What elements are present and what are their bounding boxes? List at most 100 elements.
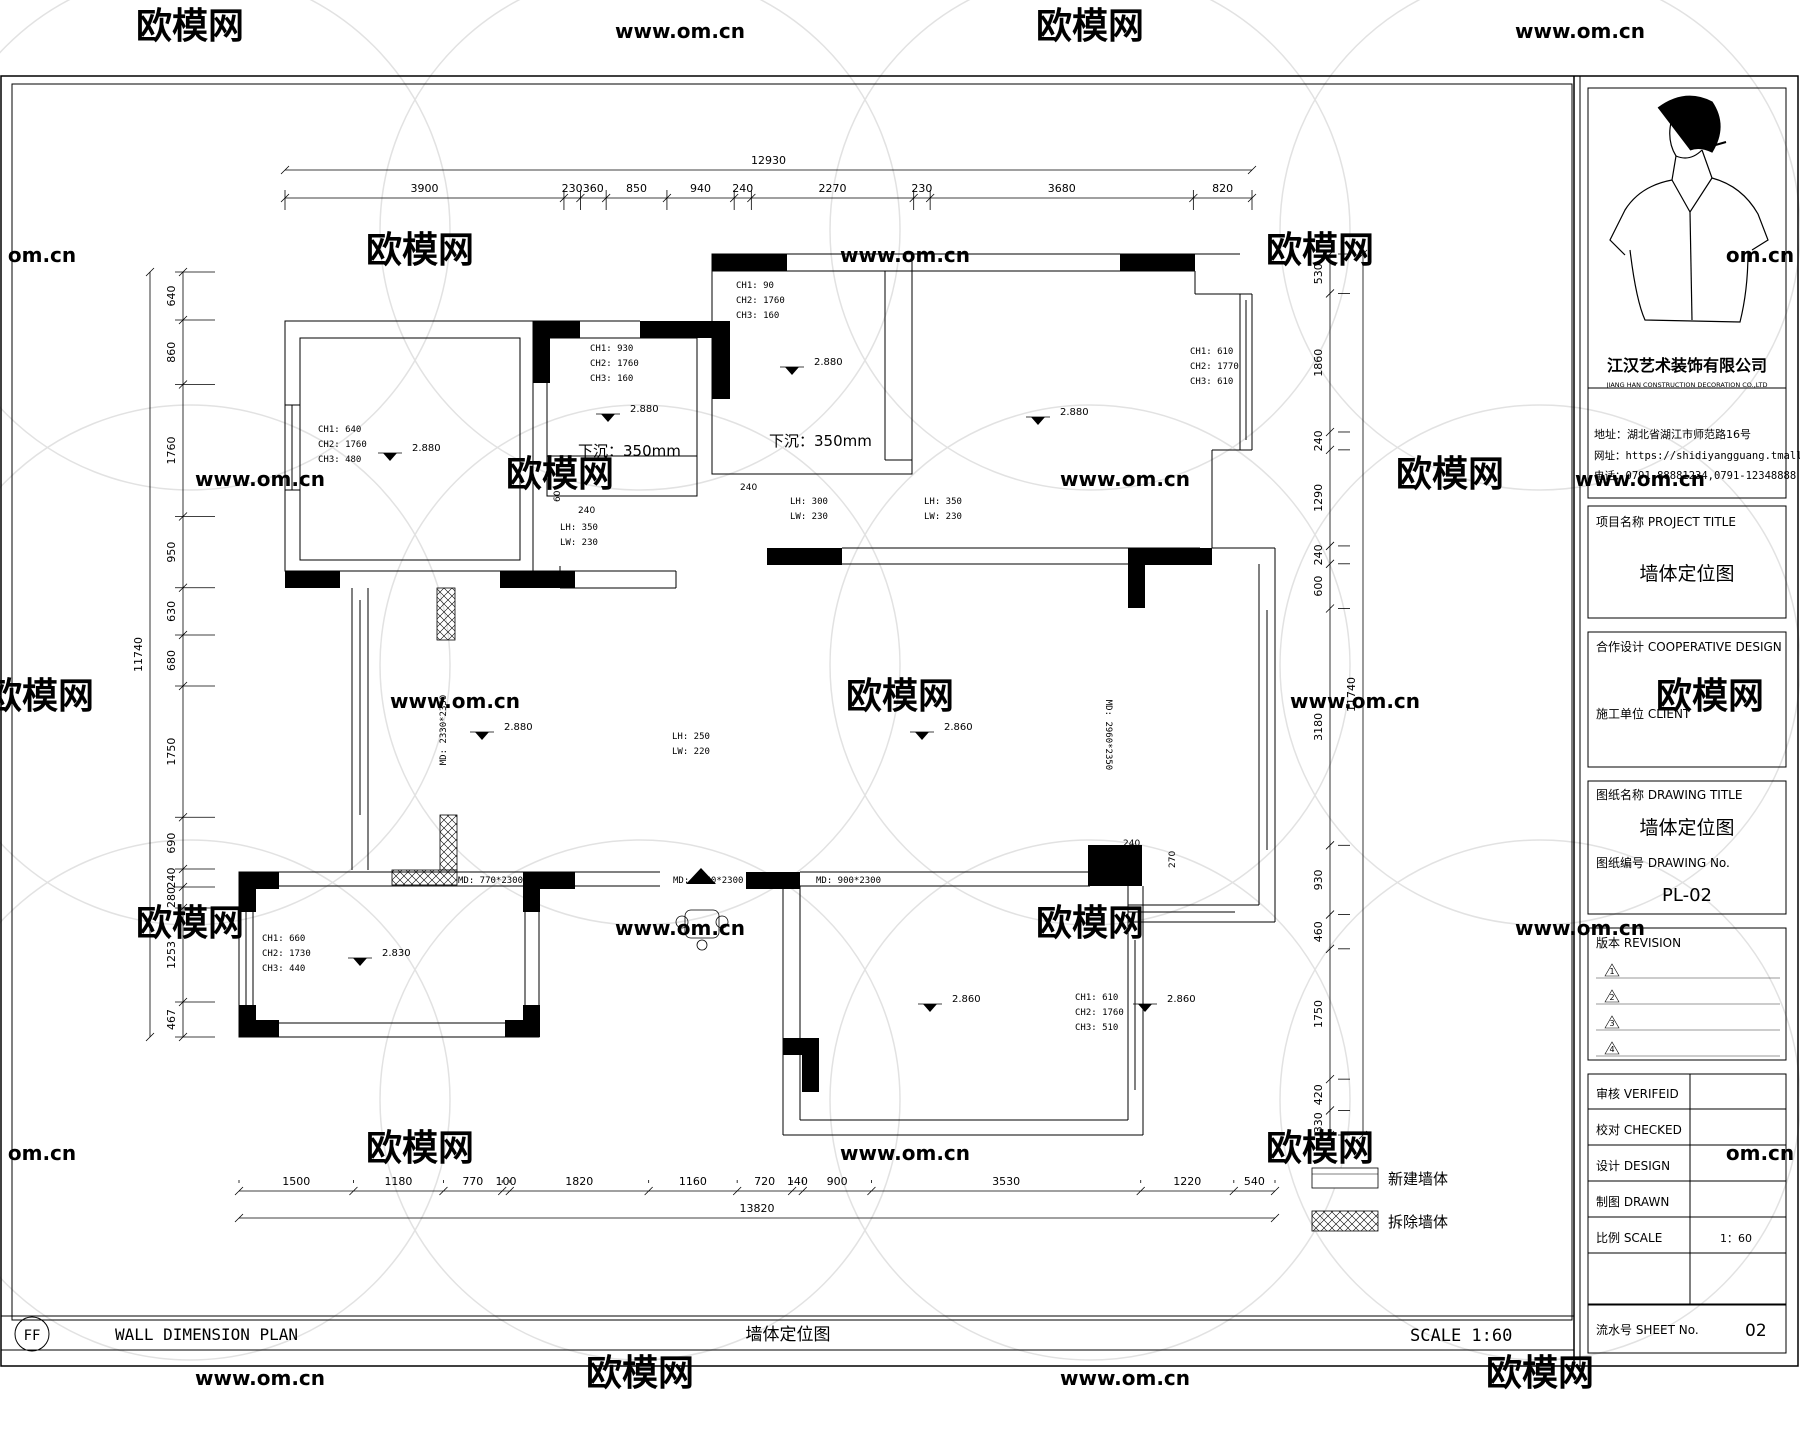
door-note: MD: 1160*2300 [673, 876, 743, 886]
watermark-circle [829, 839, 1351, 1361]
watermark-brand: 欧模网 [136, 903, 244, 944]
client-label: 施工单位 CLIENT [1596, 706, 1691, 721]
elevation-marker: 2.880 [378, 443, 441, 461]
beam-note-line: LW: 220 [672, 747, 710, 757]
dimension-label: 1290 [1312, 484, 1325, 512]
revision-row: 2 [1596, 989, 1780, 1005]
project-title: 墙体定位图 [1639, 563, 1734, 585]
dimension-label: 930 [1312, 869, 1325, 890]
dimension-label: 460 [1312, 921, 1325, 942]
title-block: 江汉艺术装饰有限公司 JIANG HAN CONSTRUCTION DECORA… [1587, 87, 1800, 1354]
watermark-brand: 欧模网 [366, 230, 474, 271]
watermark-circles [0, 0, 1800, 1361]
window-note-line: CH2: 1760 [590, 359, 639, 369]
window-note-line: CH1: 930 [590, 344, 633, 354]
watermark-url: www.om.cn [390, 689, 520, 713]
watermark-brand: 欧模网 [586, 1353, 694, 1394]
legend: 新建墙体 拆除墙体 [1311, 1167, 1448, 1232]
dimension-label: 240 [165, 868, 178, 889]
window-note-line: CH1: 610 [1075, 993, 1118, 1003]
watermark-brand: 欧模网 [1266, 230, 1374, 271]
dimension-label: 3180 [1312, 713, 1325, 741]
dimension-overall: 13820 [740, 1202, 775, 1215]
watermark-brand: 欧模网 [1036, 6, 1144, 47]
revision-label: 版本 REVISION [1596, 936, 1681, 950]
watermark-brand: 欧模网 [1266, 1128, 1374, 1169]
elevation-marker: 2.860 [1133, 994, 1196, 1012]
window-note-line: CH3: 610 [1190, 377, 1233, 387]
legend-demolish-swatch [1311, 1210, 1379, 1232]
window-note-line: CH1: 660 [262, 934, 305, 944]
legend-new-wall-swatch [1311, 1167, 1379, 1189]
company-website: 网址：https://shidiyangguang.tmall [1594, 449, 1800, 462]
elevation-value: 2.880 [630, 404, 659, 415]
dimension-label: 3680 [1048, 182, 1076, 195]
watermark-url: www.om.cn [1515, 19, 1645, 43]
design-label: 设计 DESIGN [1596, 1159, 1670, 1173]
dimension-label: 2270 [819, 182, 847, 195]
revision-number: 4 [1609, 1045, 1614, 1054]
scale-value: 1：60 [1720, 1232, 1752, 1245]
entrance-arrow [686, 868, 716, 884]
watermark-texts: 欧模网欧模网欧模网欧模网欧模网欧模网欧模网欧模网欧模网欧模网欧模网欧模网欧模网欧… [0, 6, 1794, 1394]
window-note-line: CH3: 440 [262, 964, 305, 974]
dimension-label: 850 [626, 182, 647, 195]
elevation-value: 2.860 [952, 994, 981, 1005]
watermark-circle [829, 0, 1351, 491]
window-note-line: CH1: 90 [736, 281, 774, 291]
door-note: MD: 770*2300 [458, 876, 523, 886]
elevation-marker: 2.830 [348, 948, 411, 966]
dimension-label: 600 [1312, 576, 1325, 597]
small-dimension: 240 [740, 483, 757, 493]
watermark-url-partial: om.cn [8, 1141, 76, 1165]
dimension-label: 540 [1244, 1175, 1265, 1188]
footer-scale: SCALE 1:60 [1410, 1326, 1512, 1346]
window-note-line: CH2: 1760 [318, 440, 367, 450]
dimension-label: 1220 [1173, 1175, 1201, 1188]
revision-row: 1 [1596, 963, 1780, 979]
beam-note-line: LH: 350 [560, 523, 598, 533]
company-name-en: JIANG HAN CONSTRUCTION DECORATION CO.,LT… [1606, 381, 1768, 389]
window-note-line: CH3: 480 [318, 455, 361, 465]
legend-new-wall-label: 新建墙体 [1388, 1170, 1448, 1188]
watermark-url: www.om.cn [1290, 689, 1420, 713]
dimension-label: 940 [690, 182, 711, 195]
watermark-url: www.om.cn [195, 1366, 325, 1390]
watermark-brand: 欧模网 [1486, 1353, 1594, 1394]
dimension-label: 3900 [410, 182, 438, 195]
elevation-marker: 2.880 [596, 404, 659, 422]
dimension-label: 770 [462, 1175, 483, 1188]
dimension-label: 467 [165, 1009, 178, 1030]
elevation-marker: 2.860 [918, 994, 981, 1012]
legend-demolish-label: 拆除墙体 [1388, 1213, 1448, 1231]
revision-number: 2 [1609, 993, 1614, 1002]
elevation-marker: 2.880 [1026, 407, 1089, 425]
dimension-label: 530 [1312, 263, 1325, 284]
revision-number: 1 [1609, 967, 1614, 976]
revision-row: 4 [1596, 1041, 1780, 1057]
drawing-badge: FF [24, 1328, 41, 1344]
dimension-label: 1500 [282, 1175, 310, 1188]
dimension-label: 230 [911, 182, 932, 195]
dimension-label: 720 [754, 1175, 775, 1188]
dimension-label: 640 [165, 286, 178, 307]
watermark-brand: 欧模网 [846, 676, 954, 717]
watermark-circle [829, 404, 1351, 926]
footer-title-cn: 墙体定位图 [746, 1325, 831, 1345]
floor-plan: 2.8802.8802.8802.8802.8802.8602.8602.830… [238, 253, 1276, 1136]
dimension-label: 820 [1212, 182, 1233, 195]
window-note-line: CH3: 160 [736, 311, 779, 321]
watermark-brand: 欧模网 [1656, 676, 1764, 717]
dimension-label: 100 [496, 1175, 517, 1188]
dimension-label: 280 [165, 887, 178, 908]
dimension-overall: 12930 [751, 154, 786, 167]
company-phone: 电话：0791-88881234,0791-12348888 [1594, 469, 1796, 482]
